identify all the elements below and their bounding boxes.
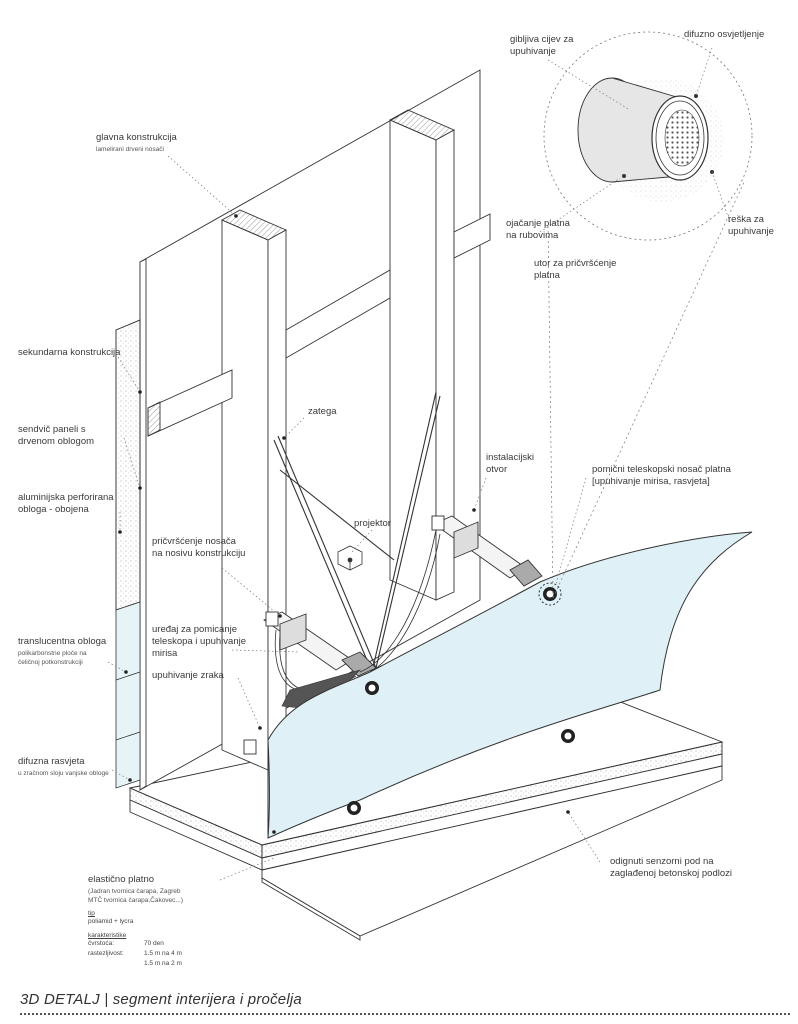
label-karakteristike-heading: karakteristike — [88, 932, 127, 939]
label-tip-value: poliamid + lycra — [88, 918, 134, 925]
footer-title: 3D DETALJ | segment interijera i pročelj… — [20, 991, 302, 1008]
value-rastezljivost-2: 1.5 m na 2 m — [144, 960, 182, 967]
label-aluminijska-2: obloga - obojena — [18, 504, 89, 515]
label-translucentna: translucentna obloga — [18, 636, 107, 647]
label-utor-1: utor za pričvršćenje — [534, 258, 617, 269]
label-gibljiva-1: gibljiva cijev za — [510, 34, 574, 45]
label-reska-1: reška za — [728, 214, 764, 225]
label-elasticno-sub-2: MTČ tvornica čarapa,Čakovec...) — [88, 897, 184, 904]
value-cvrstoca: 70 den — [144, 940, 164, 947]
label-gibljiva-2: upuhivanje — [510, 46, 556, 57]
label-ojacanje-2: na rubovima — [506, 230, 559, 241]
label-glavna-konstrukcija-sub: lamelirani drveni nosači — [96, 146, 164, 153]
label-uredaj-2: teleskopa i upuhivanje — [152, 636, 247, 647]
label-reska-2: upuhivanje — [728, 226, 774, 237]
label-elasticno: elastično platno — [88, 874, 155, 885]
label-translucentna-sub-1: polikarbonstne ploče na — [18, 650, 87, 657]
detail-magnifier — [543, 31, 753, 599]
label-uredaj-3: mirisa — [152, 648, 178, 659]
label-difuzna: difuzna rasvjeta — [18, 756, 85, 767]
label-zatega: zatega — [308, 406, 337, 417]
label-pricvrscenje-2: na nosivu konstrukciju — [152, 548, 246, 559]
label-glavna-konstrukcija: glavna konstrukcija — [96, 132, 177, 143]
label-translucentna-sub-2: čeličnoj potkonstrukciji — [18, 659, 83, 666]
label-upuhivanje-zraka: upuhivanje zraka — [152, 670, 224, 681]
elastic-membrane — [267, 531, 753, 839]
label-pomicni-1: pomični teleskopski nosač platna — [592, 464, 731, 475]
label-odignuti-1: odignuti senzorni pod na — [610, 856, 714, 867]
value-rastezljivost-1: 1.5 m na 4 m — [144, 950, 182, 957]
horizontal-beams — [147, 213, 491, 437]
projector-device — [337, 545, 363, 571]
label-aluminijska-1: aluminijska perforirana — [18, 492, 114, 503]
label-projektor: projektor — [354, 518, 391, 529]
label-instalacijski-2: otvor — [486, 464, 508, 475]
label-sekundarna-konstrukcija: sekundarna konstrukcija — [18, 347, 121, 358]
leader-dots — [118, 214, 570, 834]
glulam-columns — [220, 109, 456, 771]
label-instalacijski-1: instalacijski — [486, 452, 535, 463]
label-elasticno-sub-1: (Jadran tvornica čarapa, Zagreb — [88, 888, 181, 895]
tie-rods — [273, 391, 441, 673]
footer-dotted-rule — [20, 1013, 790, 1015]
label-difuzna-sub: u zračnom sloju vanjske obloge — [18, 770, 109, 777]
label-difuzno-osvjetljenje: difuzno osvjetljenje — [684, 29, 765, 40]
label-sendvic-1: sendvič paneli s — [18, 424, 86, 435]
label-pricvrscenje-1: pričvršćenje nosača — [152, 536, 236, 547]
label-rastezljivost: rastezljivost: — [88, 950, 124, 957]
label-sendvic-2: drvenom oblogom — [18, 436, 95, 447]
label-utor-2: platna — [534, 270, 560, 281]
label-ojacanje-1: ojačanje platna — [506, 218, 570, 229]
label-cvrstoca: čvrstoća: — [88, 940, 115, 947]
telescopic-arms — [243, 515, 543, 755]
label-uredaj-1: uređaj za pomicanje — [152, 624, 238, 635]
label-tip-heading: tip — [88, 910, 95, 917]
label-pomicni-2: [upuhivanje mirisa, rasvjeta] — [592, 476, 710, 487]
label-odignuti-2: zaglađenoj betonskoj podlozi — [610, 868, 733, 879]
sandwich-panel — [115, 319, 141, 789]
membrane-grommets — [347, 582, 575, 815]
leader-lines — [107, 47, 731, 881]
